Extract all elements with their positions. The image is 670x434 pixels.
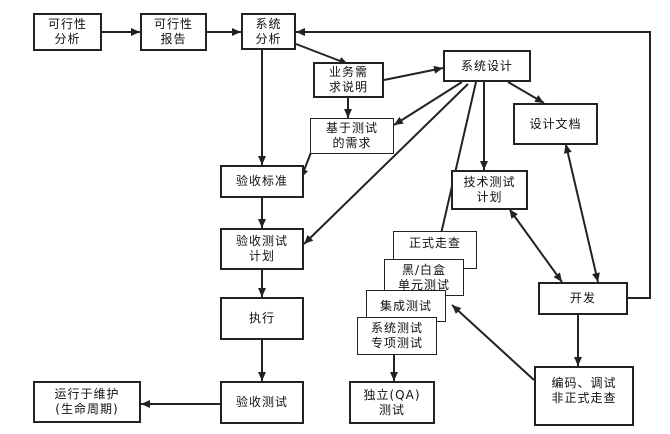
edge-analysis-to-business: [295, 43, 349, 65]
node-execute: 执行: [220, 297, 304, 340]
edge-coding-to-integration: [451, 304, 535, 381]
node-business-requirements: 业务需 求说明: [313, 62, 384, 98]
node-acceptance-test: 验收测试: [220, 381, 304, 424]
node-design-docs: 设计文档: [513, 103, 598, 145]
node-system-design: 系统设计: [443, 50, 531, 82]
node-system-analysis: 系统 分析: [241, 13, 296, 50]
node-independent-qa-test: 独立(QA) 测试: [349, 381, 435, 424]
edge-business-to-design: [383, 65, 444, 81]
edge-development-to-analysis: [296, 28, 651, 299]
node-acceptance-test-plan: 验收测试 计划: [220, 228, 304, 270]
node-system-special-test: 系统测试 专项测试: [357, 317, 437, 355]
node-development: 开发: [538, 282, 628, 315]
node-run-maintenance: 运行于维护 (生命周期): [33, 381, 141, 423]
node-integration-test: 集成测试: [366, 290, 446, 322]
node-acceptance-criteria: 验收标准: [220, 165, 304, 198]
node-technical-test-plan: 技术测试 计划: [451, 170, 528, 210]
edge-techplan-development: [509, 209, 563, 283]
edge-design-to-accplan: [303, 83, 469, 245]
node-coding-debugging: 编码、调试 非正式走查: [534, 366, 634, 426]
node-feasibility-analysis: 可行性 分析: [33, 13, 102, 51]
edge-docs-development: [563, 144, 600, 283]
edge-design-to-docs: [507, 81, 545, 104]
node-black-white-box-unit-test: 黑/白盒 单元测试: [384, 259, 464, 296]
node-requirement-based-test: 基于测试 的需求: [310, 118, 394, 154]
edge-design-to-reqtest: [393, 81, 463, 126]
node-feasibility-report: 可行性 报告: [140, 13, 207, 51]
